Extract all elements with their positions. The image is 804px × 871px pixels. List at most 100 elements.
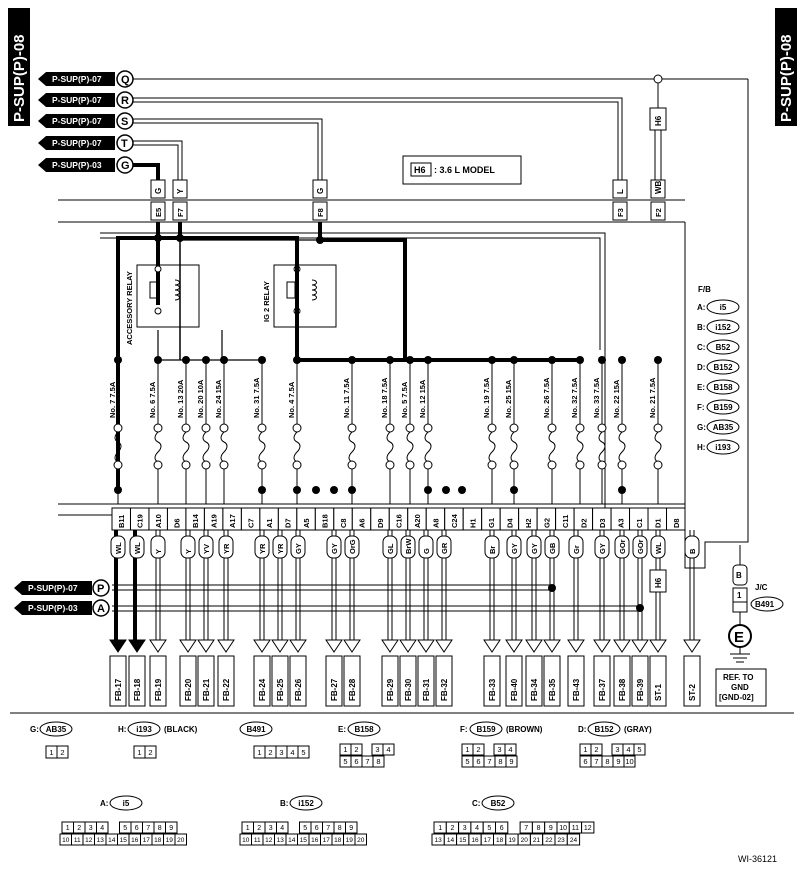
svg-text:P: P [97, 583, 104, 595]
svg-text:15: 15 [459, 837, 467, 844]
top-wire-e5: GE5 [150, 179, 166, 221]
svg-text:4: 4 [475, 825, 479, 832]
svg-text:21: 21 [533, 837, 541, 844]
svg-text:G:: G: [30, 725, 39, 734]
fb-legend-item: D:B152 [697, 359, 740, 375]
svg-text:16: 16 [311, 837, 319, 844]
input-letter: S [121, 116, 128, 128]
wire-color: G [422, 548, 431, 554]
svg-text:20: 20 [177, 837, 185, 844]
wire-color: WL [133, 542, 142, 554]
fuse-pin: A6 [358, 518, 367, 528]
wire-color: Br [488, 546, 497, 554]
svg-text:i193: i193 [715, 443, 731, 452]
jc-ground: B 1 J/C B491 E REF. TO GND [GND-02] [684, 515, 784, 707]
ground-ref-1: REF. TO [723, 673, 754, 682]
fuse-pin: D9 [376, 518, 385, 528]
svg-text:11: 11 [572, 825, 579, 832]
svg-text:AB35: AB35 [46, 725, 67, 734]
svg-text:5: 5 [487, 825, 491, 832]
fb-legend-item: F:B159 [697, 399, 740, 415]
svg-text:3: 3 [375, 745, 379, 754]
svg-text:24: 24 [570, 837, 578, 844]
ig2-relay: IG 2 RELAY [262, 264, 337, 328]
svg-text:1: 1 [438, 825, 442, 832]
fuse-label: No. 7 7.5A [108, 381, 117, 418]
svg-text:7: 7 [594, 757, 598, 766]
ig2-relay-label: IG 2 RELAY [262, 281, 271, 322]
ground-ref-3: [GND-02] [719, 693, 754, 702]
fuse-label: No. 31 7.5A [252, 377, 261, 418]
svg-text:H:: H: [697, 443, 705, 452]
fuse-label: No. 21 7.5A [648, 377, 657, 418]
svg-text:1: 1 [583, 745, 587, 754]
svg-text:6: 6 [476, 757, 480, 766]
input-source-label: P-SUP(P)-03 [52, 160, 102, 170]
fuse-label: No. 13 20A [176, 379, 185, 418]
fb-legend-item: E:B158 [697, 379, 740, 395]
svg-text:10: 10 [242, 837, 250, 844]
fuse: No. 6 7.5A [148, 356, 163, 504]
top-wire-f7: YF7 [172, 179, 188, 221]
svg-text:6: 6 [354, 757, 358, 766]
fb-legend-item: G:AB35 [697, 419, 740, 435]
svg-text:18: 18 [334, 837, 342, 844]
svg-text:3: 3 [269, 825, 273, 832]
output-label: FB-17 [114, 678, 123, 701]
svg-text:18: 18 [154, 837, 162, 844]
fuse-label: No. 32 7.5A [570, 377, 579, 418]
svg-text:B159: B159 [476, 725, 496, 734]
wire-color: B [688, 548, 697, 554]
output-label: FB-34 [530, 678, 539, 701]
svg-text:H:: H: [118, 725, 126, 734]
svg-text:11: 11 [254, 837, 261, 844]
wire-color: Y [154, 549, 163, 554]
svg-text:13: 13 [435, 837, 443, 844]
svg-text:10: 10 [62, 837, 70, 844]
fuse: No. 21 7.5A [648, 356, 663, 504]
svg-text:13: 13 [277, 837, 285, 844]
svg-text:20: 20 [521, 837, 529, 844]
fb-legend-item: A:i5 [697, 299, 740, 315]
svg-text:15: 15 [120, 837, 128, 844]
svg-text:2: 2 [450, 825, 454, 832]
output-label: FB-32 [440, 678, 449, 701]
svg-text:14: 14 [108, 837, 116, 844]
jc-pin: 1 [737, 591, 742, 600]
svg-text:D:: D: [697, 363, 705, 372]
svg-text:B:: B: [280, 799, 288, 808]
fuse-pin: A5 [302, 518, 311, 528]
fuse-box-outline [58, 199, 686, 516]
svg-text:8: 8 [498, 757, 502, 766]
jc-code: B491 [755, 600, 775, 609]
input-source-label: P-SUP(P)-07 [52, 116, 102, 126]
svg-text:19: 19 [166, 837, 174, 844]
svg-text:2: 2 [60, 748, 64, 757]
fb-legend-title: F/B [698, 285, 711, 294]
svg-text:5: 5 [343, 757, 347, 766]
svg-text:C:: C: [697, 343, 705, 352]
fuse: No. 31 7.5A [252, 356, 267, 504]
top-wire-f3: LF3 [612, 179, 628, 221]
wire-color: WL [114, 542, 123, 554]
jc-label: J/C [755, 583, 768, 592]
svg-text:5: 5 [303, 825, 307, 832]
wire-color: GOr [618, 539, 627, 554]
fuse: No. 25 15A [504, 356, 519, 504]
svg-text:3: 3 [279, 748, 283, 757]
fuse: No. 24 15A [214, 356, 229, 504]
svg-text:5: 5 [465, 757, 469, 766]
fuse: No. 12 15A [418, 356, 433, 504]
fuse-pin: A20 [413, 514, 422, 528]
